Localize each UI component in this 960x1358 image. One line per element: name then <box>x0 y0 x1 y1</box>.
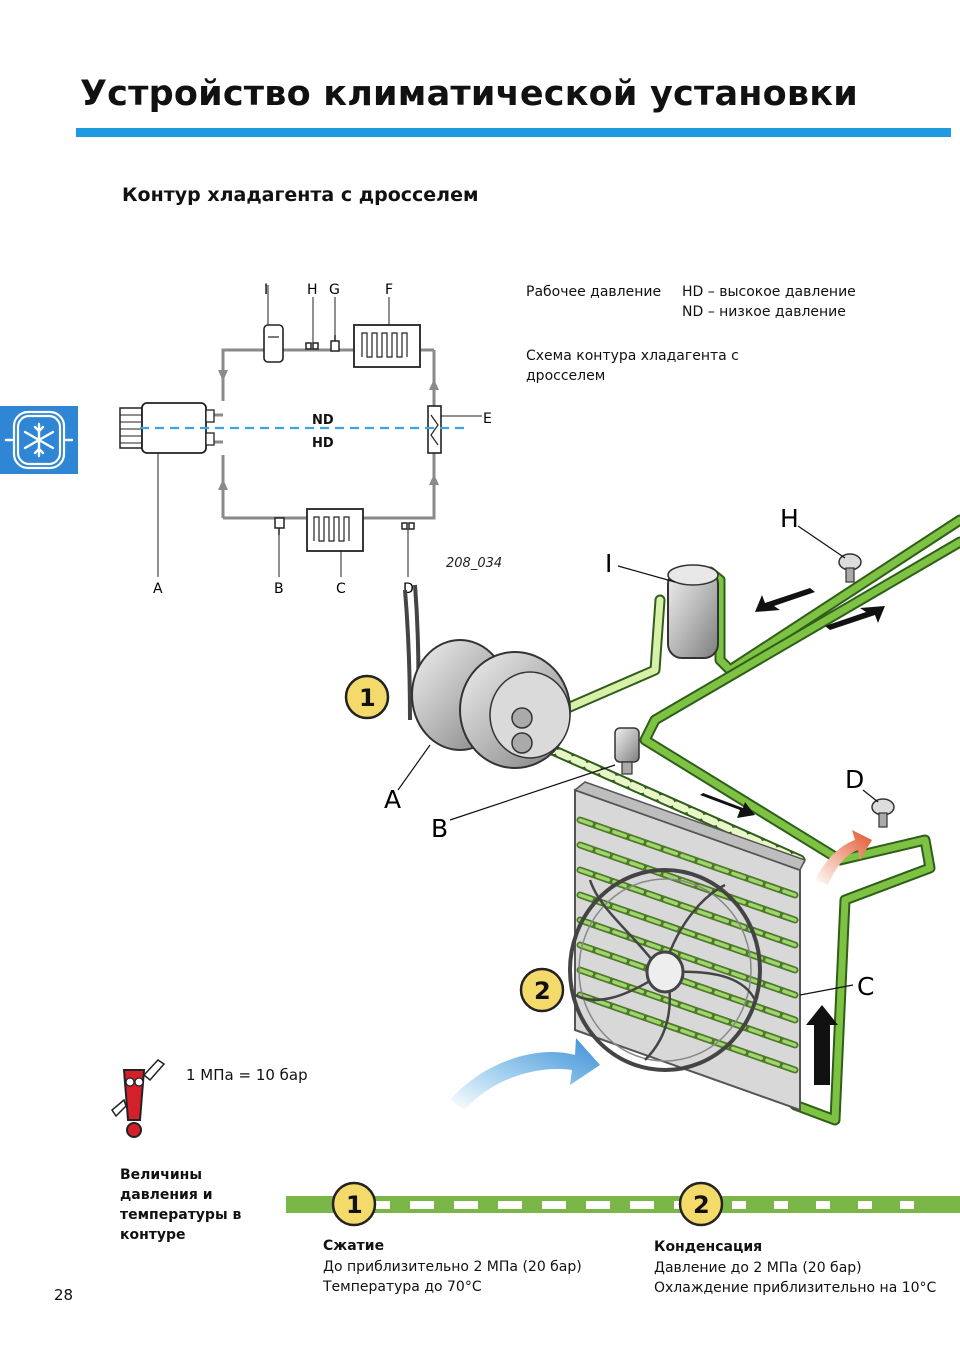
schematic-label-i: I <box>264 282 268 298</box>
refrigerant-circuit-schematic: I H G F E A B C D ND HD <box>119 282 492 597</box>
schematic-condenser <box>306 508 364 552</box>
schematic-label-g: G <box>329 282 340 298</box>
svg-text:1: 1 <box>359 684 376 712</box>
pressure-switch <box>614 727 640 775</box>
step-1-line-2: Температура до 70°C <box>323 1279 482 1295</box>
process-badge-2: 2 <box>678 1181 724 1227</box>
snowflake-icon <box>4 410 74 470</box>
schematic-hd-label: HD <box>312 436 334 451</box>
svg-text:1: 1 <box>346 1191 363 1219</box>
legend-hd: HD – высокое давление <box>682 284 856 300</box>
schematic-accumulator <box>263 324 284 363</box>
service-valve-h <box>838 553 862 583</box>
illustration-label-h: H <box>780 504 799 533</box>
condenser-fan <box>568 868 762 1072</box>
step-badge-2: 2 <box>519 967 565 1013</box>
process-badge-1: 1 <box>331 1181 377 1227</box>
schematic-label-e: E <box>483 411 492 427</box>
circuit-illustration: H I D A B C 1 2 <box>344 504 960 1126</box>
compressor <box>403 584 571 769</box>
page-number: 28 <box>54 1286 74 1304</box>
unit-note: 1 МПа = 10 бар <box>186 1066 308 1084</box>
process-line: 1 2 <box>286 1181 960 1227</box>
schematic-label-b: B <box>274 581 284 597</box>
values-section-label: Величины давления и температуры в контур… <box>120 1167 242 1243</box>
step-2-title: Конденсация <box>654 1239 763 1255</box>
pressure-legend-label: Рабочее давление <box>526 284 662 300</box>
figure-id: 208_034 <box>446 556 503 571</box>
title-underline <box>76 128 951 137</box>
exclamation-mascot-icon <box>111 1059 166 1138</box>
svg-text:2: 2 <box>693 1191 710 1219</box>
illustration-label-b: B <box>431 814 448 843</box>
illustration-label-i: I <box>605 549 612 578</box>
section-subtitle: Контур хладагента с дросселем <box>122 184 479 206</box>
climate-tab <box>0 406 78 474</box>
page-title: Устройство климатической установки <box>80 74 858 114</box>
schematic-nd-label: ND <box>312 413 334 428</box>
step-2-line-1: Давление до 2 МПа (20 бар) <box>654 1260 862 1276</box>
schematic-label-f: F <box>385 282 393 298</box>
schematic-label-d: D <box>403 581 414 597</box>
schematic-compressor <box>119 402 215 454</box>
schematic-label-h: H <box>307 282 318 298</box>
illustration-label-d: D <box>845 765 864 794</box>
step-badge-1: 1 <box>344 674 390 720</box>
step-2-line-2: Охлаждение приблизительно на 10°C <box>654 1280 937 1296</box>
svg-text:2: 2 <box>534 977 551 1005</box>
accumulator <box>667 564 719 659</box>
schematic-label-c: C <box>336 581 346 597</box>
illustration-label-a: A <box>384 785 401 814</box>
legend-nd: ND – низкое давление <box>682 304 846 320</box>
schematic-label-a: A <box>153 581 163 597</box>
step-1-line-1: До приблизительно 2 МПа (20 бар) <box>323 1259 582 1275</box>
illustration-label-c: C <box>857 972 874 1001</box>
step-1-title: Сжатие <box>323 1238 385 1254</box>
schematic-evaporator <box>353 324 421 368</box>
condenser-grille <box>573 781 807 1112</box>
schema-caption: Схема контура хладагента с дросселем <box>526 348 739 384</box>
service-valve-d <box>871 798 895 828</box>
